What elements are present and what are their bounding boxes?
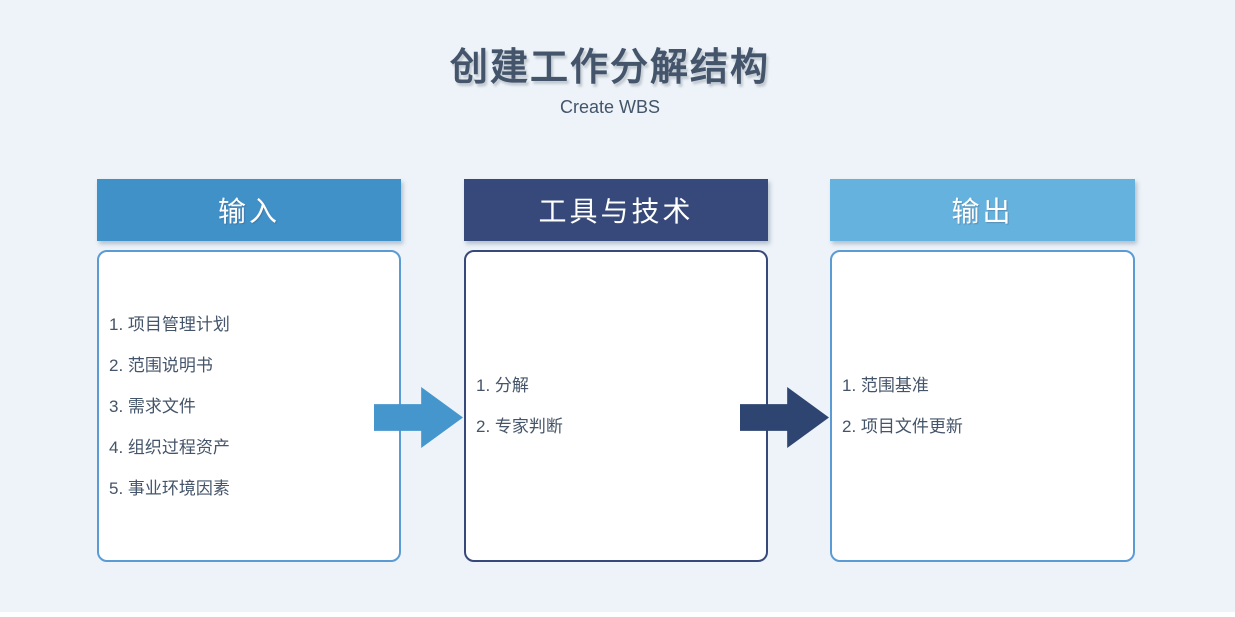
tools-header: 工具与技术 xyxy=(464,179,768,241)
outputs-box: 1. 范围基准 2. 项目文件更新 xyxy=(830,250,1135,562)
list-item: 1. 项目管理计划 xyxy=(109,314,230,334)
list-item: 5. 事业环境因素 xyxy=(109,478,230,498)
page-subtitle: Create WBS xyxy=(559,97,661,117)
inputs-header-label: 输入 xyxy=(217,196,280,227)
page-title: 创建工作分解结构 xyxy=(449,47,770,89)
list-item: 1. 分解 xyxy=(476,376,529,395)
list-item: 1. 范围基准 xyxy=(842,376,929,395)
tools-header-label: 工具与技术 xyxy=(538,196,694,227)
bottom-edge-strip xyxy=(0,612,1235,617)
inputs-header: 输入 xyxy=(97,179,401,241)
list-item: 2. 项目文件更新 xyxy=(842,417,963,436)
list-item: 4. 组织过程资产 xyxy=(109,437,230,457)
outputs-header: 输出 xyxy=(830,179,1135,241)
list-item: 2. 范围说明书 xyxy=(109,355,213,375)
list-item: 3. 需求文件 xyxy=(109,396,196,416)
tools-box: 1. 分解 2. 专家判断 xyxy=(464,250,768,562)
outputs-header-label: 输出 xyxy=(951,196,1014,227)
inputs-box: 1. 项目管理计划 2. 范围说明书 3. 需求文件 4. 组织过程资产 5. … xyxy=(97,250,401,562)
list-item: 2. 专家判断 xyxy=(476,417,563,436)
